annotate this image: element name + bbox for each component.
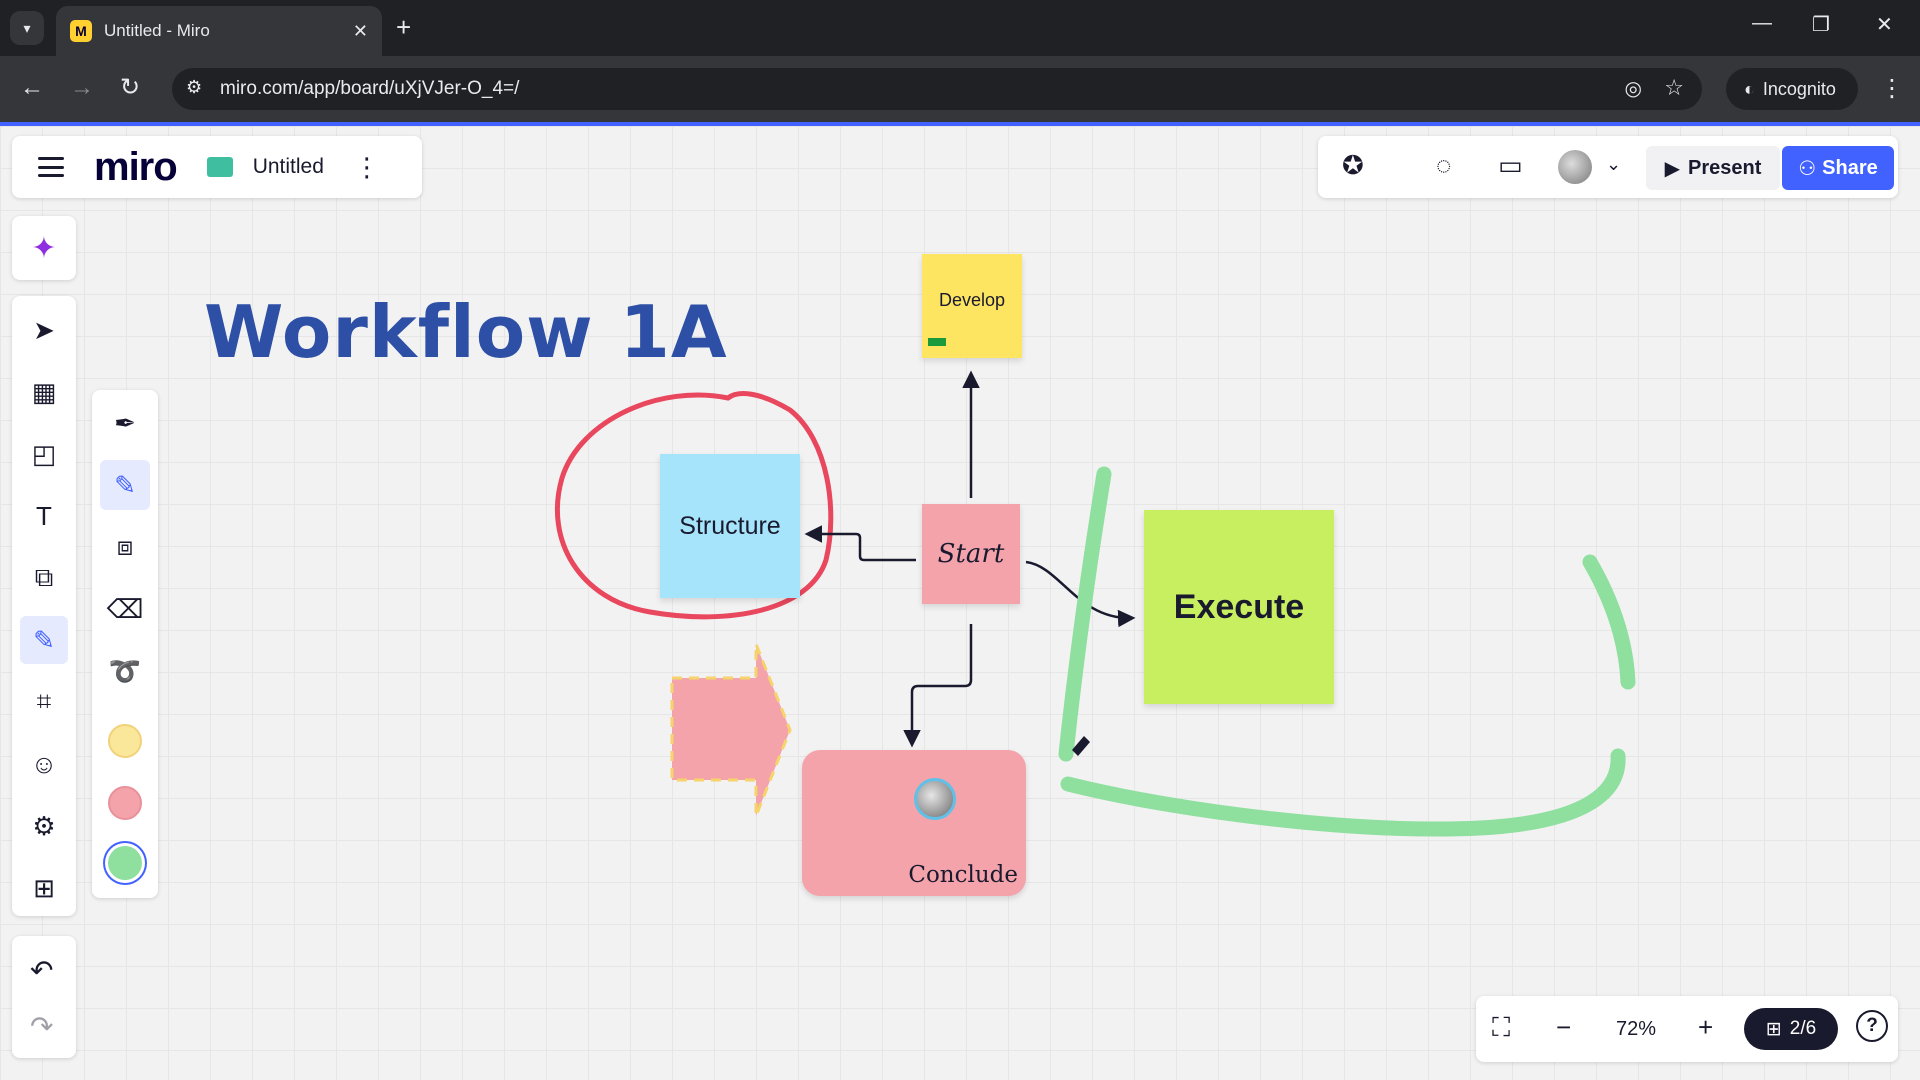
shape-conclude[interactable]: Conclude — [802, 750, 1026, 896]
zoom-out-icon[interactable]: − — [1556, 1012, 1572, 1042]
frames-pages-button[interactable]: ⊞ 2/6 — [1744, 1008, 1838, 1050]
reload-icon[interactable]: ↻ — [120, 74, 141, 101]
text-tool-icon[interactable]: T — [36, 500, 52, 531]
back-arrow-icon[interactable]: ← — [20, 74, 44, 101]
bookmark-star-icon[interactable]: ☆ — [1664, 75, 1684, 100]
sticky-start[interactable]: Start — [922, 504, 1020, 604]
close-window-icon[interactable]: ✕ — [1876, 14, 1893, 36]
new-tab-plus-icon[interactable]: + — [396, 12, 412, 42]
apps-icon[interactable]: ⚙ — [32, 810, 56, 841]
reactions-icon[interactable]: ✪ — [1342, 150, 1364, 180]
shapes-icon[interactable]: ⧉ — [34, 562, 54, 592]
video-call-icon[interactable]: ▭ — [1498, 150, 1523, 180]
board-options-icon[interactable]: ⋮ — [353, 151, 380, 182]
board-title-text[interactable]: Workflow 1A — [204, 290, 728, 374]
sticky-note-icon[interactable]: ◰ — [31, 438, 57, 469]
collaboration-panel: ✪ ◌ ▭ ⌄ ▶ Present ⚇ Share — [1318, 136, 1898, 198]
shape-conclude-label: Conclude — [908, 862, 1018, 888]
miro-favicon-icon: M — [70, 20, 92, 42]
pen-icon[interactable]: ✒ — [114, 407, 136, 438]
sticky-develop[interactable]: Develop — [922, 254, 1022, 358]
select-cursor-icon[interactable]: ➤ — [33, 314, 55, 345]
play-icon: ▶ — [1664, 157, 1680, 180]
user-avatar[interactable] — [1558, 150, 1592, 184]
help-icon[interactable]: ? — [1856, 1010, 1888, 1042]
color-swatch-yellow[interactable] — [108, 724, 142, 758]
sticky-structure-label: Structure — [679, 511, 781, 540]
sparkle-icon: ✦ — [31, 231, 57, 265]
share-label: Share — [1822, 156, 1878, 179]
collaborator-avatar[interactable] — [914, 778, 956, 820]
miro-logo[interactable]: miro — [94, 144, 178, 189]
present-button[interactable]: ▶ Present — [1646, 146, 1780, 190]
stickers-icon[interactable]: ☺ — [30, 748, 58, 779]
share-user-icon: ⚇ — [1798, 157, 1817, 180]
pen-tool-icon[interactable]: ✎ — [20, 616, 68, 664]
eye-off-icon[interactable]: ◎ — [1624, 78, 1642, 100]
main-menu-icon[interactable] — [38, 157, 64, 177]
site-settings-icon[interactable]: ⚙ — [186, 77, 203, 97]
undo-redo-panel: ↶ ↷ — [12, 936, 76, 1058]
eraser-icon[interactable]: ⌫ — [106, 593, 144, 624]
undo-icon[interactable]: ↶ — [30, 955, 54, 986]
frame-icon[interactable]: ⌗ — [36, 686, 52, 716]
url-text[interactable]: miro.com/app/board/uXjVJer-O_4=/ — [220, 78, 520, 99]
browser-tab-bar: ▾ M Untitled - Miro ✕ + — ❐ ✕ — [0, 0, 1920, 56]
zoom-in-icon[interactable]: + — [1698, 1012, 1714, 1042]
incognito-icon: ◐ — [1744, 78, 1755, 99]
incognito-indicator[interactable]: ◐ Incognito — [1726, 68, 1858, 110]
pen-options-toolbar: ✒ ✎ ⧈ ⌫ ➰ — [92, 390, 158, 898]
sticky-execute[interactable]: Execute — [1144, 510, 1334, 704]
sticky-execute-label: Execute — [1173, 587, 1305, 626]
sticky-develop-label: Develop — [938, 290, 1006, 310]
tab-list-chevron-icon[interactable]: ▾ — [10, 11, 44, 45]
zoom-panel: ⛶ − 72% + ⊞ 2/6 ? — [1476, 996, 1898, 1062]
color-swatch-pink[interactable] — [108, 786, 142, 820]
share-button[interactable]: ⚇ Share — [1782, 146, 1894, 190]
creation-toolbar: ➤ ▦ ◰ T ⧉ ✎ ⌗ ☺ ⚙ ⊞ — [12, 296, 76, 916]
browser-menu-icon[interactable]: ⋮ — [1880, 75, 1904, 102]
accent-divider — [0, 122, 1920, 126]
ai-assist-button[interactable]: ✦ — [12, 216, 76, 280]
incognito-label: Incognito — [1762, 78, 1836, 99]
sticky-structure[interactable]: Structure — [660, 454, 800, 598]
more-tools-plus-icon[interactable]: ⊞ — [33, 872, 55, 903]
forward-arrow-icon[interactable]: → — [70, 74, 94, 101]
zoom-level[interactable]: 72% — [1616, 1018, 1657, 1040]
browser-tab[interactable]: M Untitled - Miro ✕ — [56, 6, 382, 56]
avatar-dropdown-chevron-icon[interactable]: ⌄ — [1606, 154, 1622, 174]
close-tab-icon[interactable]: ✕ — [352, 20, 368, 41]
gift-icon: ⊞ — [1765, 1018, 1782, 1040]
redo-icon[interactable]: ↷ — [30, 1011, 54, 1042]
present-label: Present — [1688, 156, 1762, 179]
comments-icon[interactable]: ◌ — [1436, 150, 1452, 180]
minimize-icon[interactable]: — — [1752, 12, 1772, 34]
board-icon — [206, 157, 233, 177]
board-name[interactable]: Untitled — [252, 155, 324, 178]
smart-drawing-icon[interactable]: ⧈ — [116, 531, 134, 561]
pages-count: 2/6 — [1789, 1018, 1817, 1039]
address-bar[interactable]: ⚙ miro.com/app/board/uXjVJer-O_4=/ ◎ ☆ — [172, 68, 1702, 110]
sticky-start-label: Start — [937, 539, 1005, 569]
templates-icon[interactable]: ▦ — [31, 376, 57, 407]
highlighter-icon[interactable]: ✎ — [100, 460, 150, 510]
sticky-tag — [928, 338, 946, 346]
restore-window-icon[interactable]: ❐ — [1812, 14, 1830, 36]
board-header-panel: miro Untitled ⋮ — [12, 136, 422, 198]
color-swatch-green[interactable] — [108, 846, 142, 880]
lasso-icon[interactable]: ➰ — [108, 655, 142, 686]
fit-to-screen-icon[interactable]: ⛶ — [1492, 1012, 1511, 1042]
tab-title: Untitled - Miro — [104, 21, 210, 40]
